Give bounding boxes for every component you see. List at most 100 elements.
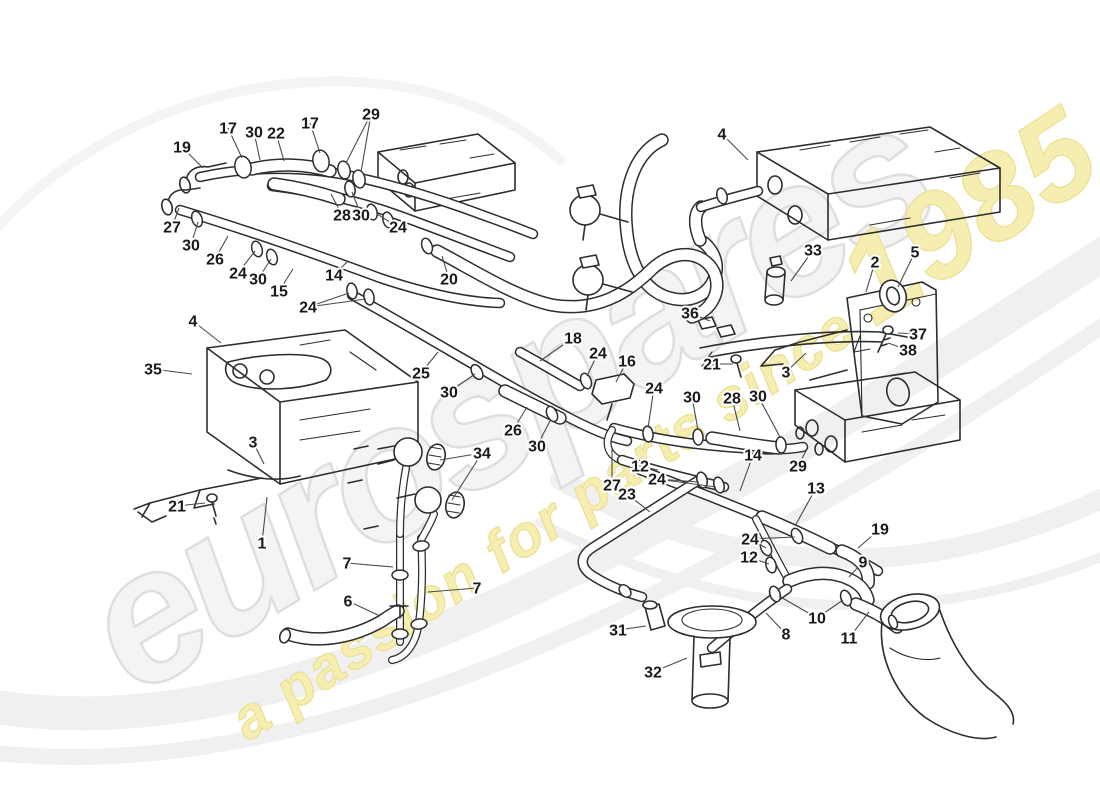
leader-line [307, 298, 367, 308]
leader-line [748, 556, 770, 565]
leader-line [439, 452, 483, 461]
part-label-11: 11 [841, 631, 858, 648]
leader-line [278, 268, 294, 292]
elbow-fittings [160, 162, 227, 216]
leader-line [721, 133, 749, 161]
part-label-29: 29 [789, 459, 807, 476]
leader-line [757, 395, 781, 438]
part-label-4: 4 [718, 127, 727, 144]
purge-valve-assembly-34 [347, 437, 466, 619]
canister-top-right [756, 126, 1001, 241]
leader-line [257, 258, 272, 280]
part-label-28: 28 [723, 391, 741, 408]
part-label-8: 8 [782, 627, 791, 644]
leader-line [448, 373, 476, 393]
part-label-37: 37 [909, 327, 927, 344]
leader-line [152, 368, 193, 375]
leader-line [749, 538, 767, 549]
part-label-38: 38 [899, 343, 917, 360]
part-label-24: 24 [741, 532, 759, 549]
fuel-pump-32 [667, 605, 757, 709]
part-label-3: 3 [249, 435, 258, 452]
part-label-6: 6 [344, 594, 353, 611]
leader-line [656, 478, 717, 488]
leader-line [865, 261, 876, 293]
part-label-14: 14 [325, 268, 343, 285]
leader-line [626, 493, 651, 513]
leader-line [389, 220, 399, 228]
part-label-24: 24 [589, 346, 607, 363]
leader-line [346, 562, 394, 568]
part-label-30: 30 [749, 389, 767, 406]
part-label-2: 2 [871, 255, 880, 272]
part-label-27: 27 [603, 478, 621, 495]
leader-line [897, 251, 916, 288]
leader-line [309, 122, 321, 154]
part-label-33: 33 [804, 243, 822, 260]
leader-line [190, 221, 199, 246]
part-label-13: 13 [807, 481, 825, 498]
leader-line [333, 261, 348, 276]
part-label-24: 24 [648, 472, 666, 489]
leader-line [536, 420, 551, 447]
leader-line [639, 465, 659, 471]
part-label-15: 15 [270, 284, 288, 301]
part-label-26: 26 [206, 252, 224, 269]
part-label-5: 5 [911, 245, 920, 262]
grommet-5 [878, 279, 908, 313]
valve-31 [642, 600, 666, 631]
clips-36 [697, 316, 736, 338]
part-label-30: 30 [528, 439, 546, 456]
leader-line [427, 587, 478, 593]
part-label-10: 10 [808, 611, 826, 628]
part-label-29: 29 [362, 107, 380, 124]
leader-line [897, 332, 919, 335]
part-label-31: 31 [609, 623, 627, 640]
leader-line [181, 146, 204, 169]
leader-line [171, 207, 180, 228]
leader-line [275, 132, 285, 162]
leader-line [345, 113, 372, 164]
part-label-4: 4 [189, 314, 198, 331]
leader-line [307, 292, 350, 308]
part-label-27: 27 [163, 220, 181, 237]
leader-line [539, 337, 574, 362]
leader-line [237, 250, 256, 274]
leader-line [360, 113, 372, 173]
part-label-32: 32 [644, 665, 662, 682]
part-label-30: 30 [245, 125, 263, 142]
leader-line [261, 496, 268, 544]
part-label-30: 30 [249, 272, 267, 289]
part-label-7: 7 [473, 581, 482, 598]
mounting-bracket-arm [133, 477, 263, 523]
leader-line [420, 351, 439, 374]
part-label-16: 16 [618, 354, 636, 371]
line-art [133, 126, 1015, 740]
part-label-19: 19 [173, 140, 191, 157]
part-label-21: 21 [703, 357, 721, 374]
tee-6 [389, 605, 409, 619]
part-label-18: 18 [564, 331, 582, 348]
valve-16 [591, 373, 635, 421]
leader-line [351, 191, 362, 216]
leader-line [857, 528, 881, 549]
part-label-26: 26 [504, 423, 522, 440]
part-label-17: 17 [219, 121, 237, 138]
part-label-30: 30 [440, 385, 458, 402]
leader-line [451, 452, 483, 501]
part-label-24: 24 [299, 300, 317, 317]
leader-line [785, 352, 807, 373]
swoosh-curve [535, 517, 1100, 611]
part-label-28: 28 [333, 208, 351, 225]
part-label-30: 30 [683, 390, 701, 407]
leader-line [253, 131, 261, 161]
watermark: eurospares a passion for parts since 198… [46, 63, 1100, 754]
leader-line [816, 599, 844, 619]
part-label-22: 22 [267, 126, 285, 143]
part-label-36: 36 [681, 306, 699, 323]
leader-line [441, 255, 450, 280]
leader-line [192, 320, 222, 344]
leader-line [615, 360, 628, 383]
leader-line [778, 595, 818, 619]
